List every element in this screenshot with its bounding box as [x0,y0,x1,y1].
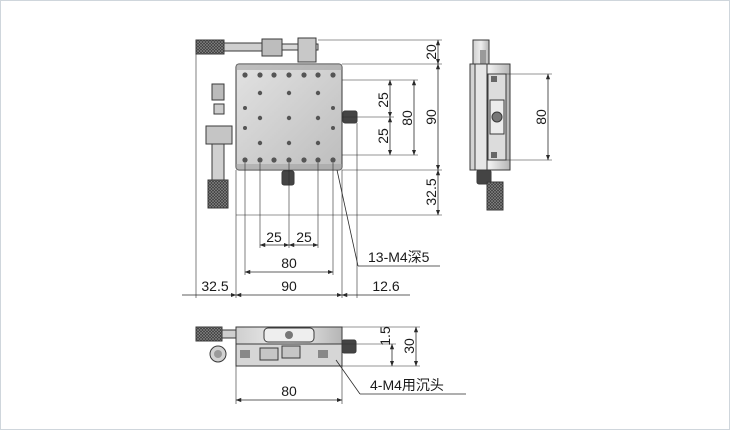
top-view-dims-bottom: 25 25 80 90 32.5 12.6 13-M4深5 [182,54,440,298]
dim-label: 80 [399,110,415,126]
dim-label: 30 [401,338,417,354]
micrometer-left [205,83,233,209]
dim-label: 1.5 [377,326,393,346]
front-view [195,326,357,367]
front-view-dims: 1.5 30 80 4-M4用沉头 [235,326,466,404]
dim-label: 80 [281,255,297,271]
side-view [469,39,511,211]
dim-label: 80 [533,109,549,125]
dim-label: 25 [266,229,282,245]
dim-label: 25 [296,229,312,245]
hole-note-front: 4-M4用沉头 [370,377,444,393]
top-view-dims-right: 20 25 25 80 90 32.5 [236,39,442,216]
dim-label: 25 [375,92,391,108]
dim-label: 32.5 [423,178,439,205]
lock-knob-bottom [281,170,295,186]
dim-label: 80 [281,383,297,399]
dim-label: 25 [375,128,391,144]
dim-label: 12.6 [372,278,399,294]
dim-label: 90 [281,278,297,294]
side-view-dims: 80 [506,73,552,161]
dim-label: 32.5 [201,278,228,294]
hole-note-top: 13-M4深5 [368,249,430,265]
mounting-holes-top [242,72,336,163]
micrometer-top [195,37,319,63]
top-view [195,37,358,209]
dim-label: 20 [423,44,439,60]
dim-label: 90 [423,109,439,125]
